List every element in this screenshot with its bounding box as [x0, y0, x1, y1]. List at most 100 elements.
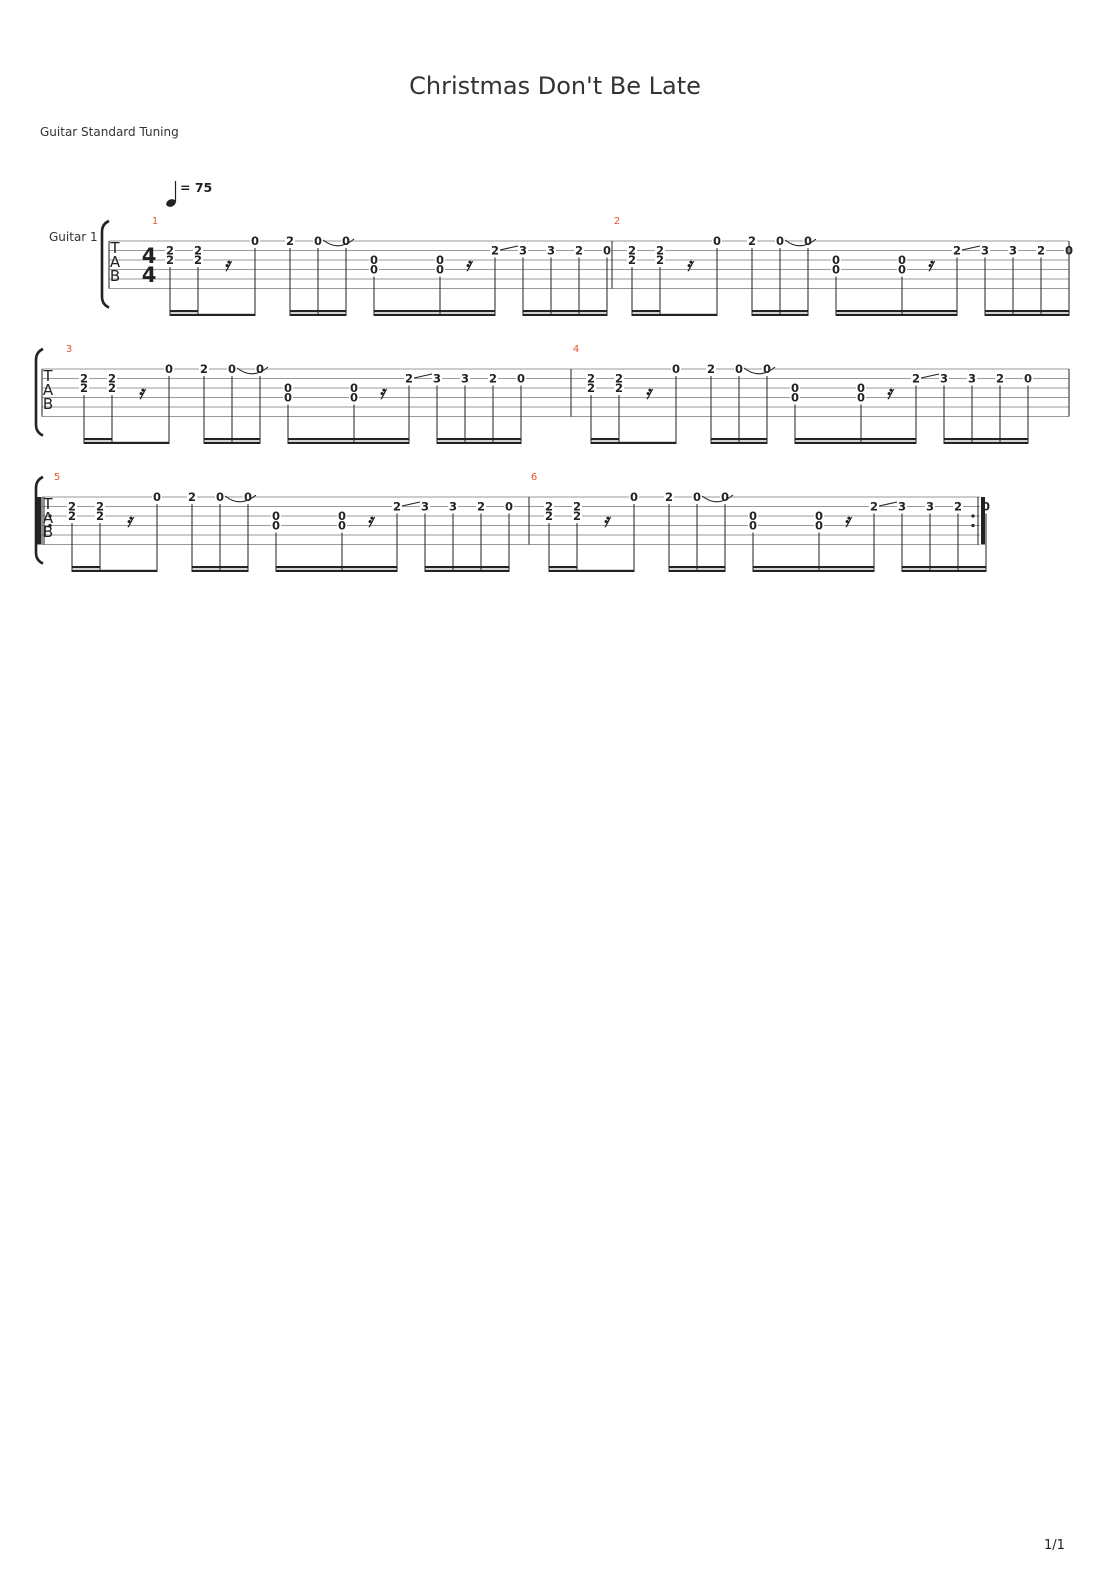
beam-secondary — [902, 566, 986, 569]
fret-number: 2 — [188, 490, 196, 504]
fret-mask — [967, 373, 977, 384]
fret-number: 0 — [693, 490, 701, 504]
fret-mask — [107, 373, 117, 384]
fret-number: 0 — [982, 500, 990, 514]
fret-number: 2 — [1037, 244, 1045, 258]
fret-mask — [255, 363, 265, 375]
fret-number: 0 — [436, 263, 444, 277]
fret-mask — [614, 382, 624, 394]
fret-number: 0 — [672, 362, 680, 376]
beam-primary — [795, 441, 916, 444]
fret-mask — [602, 245, 612, 256]
beam-secondary — [288, 438, 409, 441]
fret-mask — [897, 254, 907, 266]
fret-number: 0 — [256, 362, 264, 376]
tab-clef-letter: B — [43, 523, 53, 541]
beam-secondary — [170, 310, 198, 313]
fret-mask — [814, 510, 824, 522]
fret-mask — [490, 245, 500, 256]
fret-number: 2 — [68, 500, 76, 514]
fret-mask — [664, 491, 674, 503]
fret-number: 0 — [338, 519, 346, 533]
fret-mask — [627, 254, 637, 266]
fret-number: 2 — [545, 500, 553, 514]
fret-number: 2 — [491, 244, 499, 258]
fret-number: 0 — [857, 391, 865, 405]
measure-number: 1 — [152, 216, 158, 227]
fret-mask — [243, 491, 253, 503]
fret-mask — [655, 245, 665, 256]
fret-mask — [790, 392, 800, 403]
fret-number: 2 — [405, 372, 413, 386]
fret-number: 0 — [436, 253, 444, 267]
beam-primary — [437, 441, 521, 444]
fret-mask — [775, 235, 785, 247]
fret-mask — [1008, 245, 1018, 256]
fret-number: 2 — [656, 253, 664, 267]
fret-mask — [488, 373, 498, 384]
quarter-note-icon — [166, 199, 176, 207]
fret-mask — [655, 254, 665, 266]
measure-number: 3 — [66, 344, 72, 355]
beam-primary — [591, 441, 676, 444]
fret-number: 0 — [776, 234, 784, 248]
fret-number: 3 — [519, 244, 527, 258]
sixteenth-rest-icon: 𝄿 — [686, 255, 695, 276]
fret-number: 2 — [573, 509, 581, 523]
system-bracket — [100, 219, 110, 309]
fret-mask — [337, 520, 347, 531]
fret-mask — [516, 373, 526, 384]
fret-mask — [152, 491, 162, 503]
fret-number: 0 — [749, 519, 757, 533]
fret-mask — [911, 373, 921, 384]
fret-number: 0 — [370, 253, 378, 267]
fret-mask — [215, 491, 225, 503]
fret-mask — [614, 373, 624, 384]
beam-primary — [192, 569, 248, 572]
fret-mask — [734, 363, 744, 375]
page-number: 1/1 — [1044, 1538, 1065, 1553]
fret-mask — [432, 373, 442, 384]
slide-line — [961, 245, 981, 251]
fret-number: 2 — [707, 362, 715, 376]
fret-mask — [762, 363, 772, 375]
beam-secondary — [290, 310, 346, 313]
time-signature-numerator: 4 — [142, 244, 157, 268]
tie-arc — [322, 238, 355, 247]
tab-clef-letter: B — [110, 267, 120, 285]
fret-number: 0 — [350, 391, 358, 405]
beam-primary — [170, 313, 255, 316]
tab-clef-letter: A — [110, 253, 121, 271]
beam-primary — [836, 313, 957, 316]
beam-primary — [204, 441, 260, 444]
fret-mask — [981, 501, 991, 512]
beam-secondary — [944, 438, 1028, 441]
fret-mask — [165, 254, 175, 266]
fret-mask — [95, 501, 105, 512]
beam-secondary — [669, 566, 725, 569]
fret-number: 2 — [166, 253, 174, 267]
fret-mask — [193, 245, 203, 256]
fret-number: 2 — [200, 362, 208, 376]
fret-mask — [720, 491, 730, 503]
fret-number: 0 — [165, 362, 173, 376]
slide-line — [401, 501, 421, 507]
fret-mask — [165, 245, 175, 256]
beam-primary — [523, 313, 607, 316]
fret-mask — [369, 264, 379, 275]
fret-mask — [420, 501, 430, 512]
beam-primary — [425, 569, 509, 572]
fret-number: 0 — [350, 381, 358, 395]
sixteenth-rest-icon: 𝄿 — [138, 383, 147, 404]
beam-primary — [944, 441, 1028, 444]
fret-mask — [79, 373, 89, 384]
repeat-dot — [48, 514, 52, 518]
fret-mask — [748, 520, 758, 531]
tempo-value: = 75 — [180, 180, 212, 195]
fret-mask — [980, 245, 990, 256]
fret-number: 2 — [628, 244, 636, 258]
measure-number: 2 — [614, 216, 620, 227]
fret-number: 0 — [603, 244, 611, 258]
tie-arc — [743, 366, 776, 375]
fret-number: 2 — [870, 500, 878, 514]
